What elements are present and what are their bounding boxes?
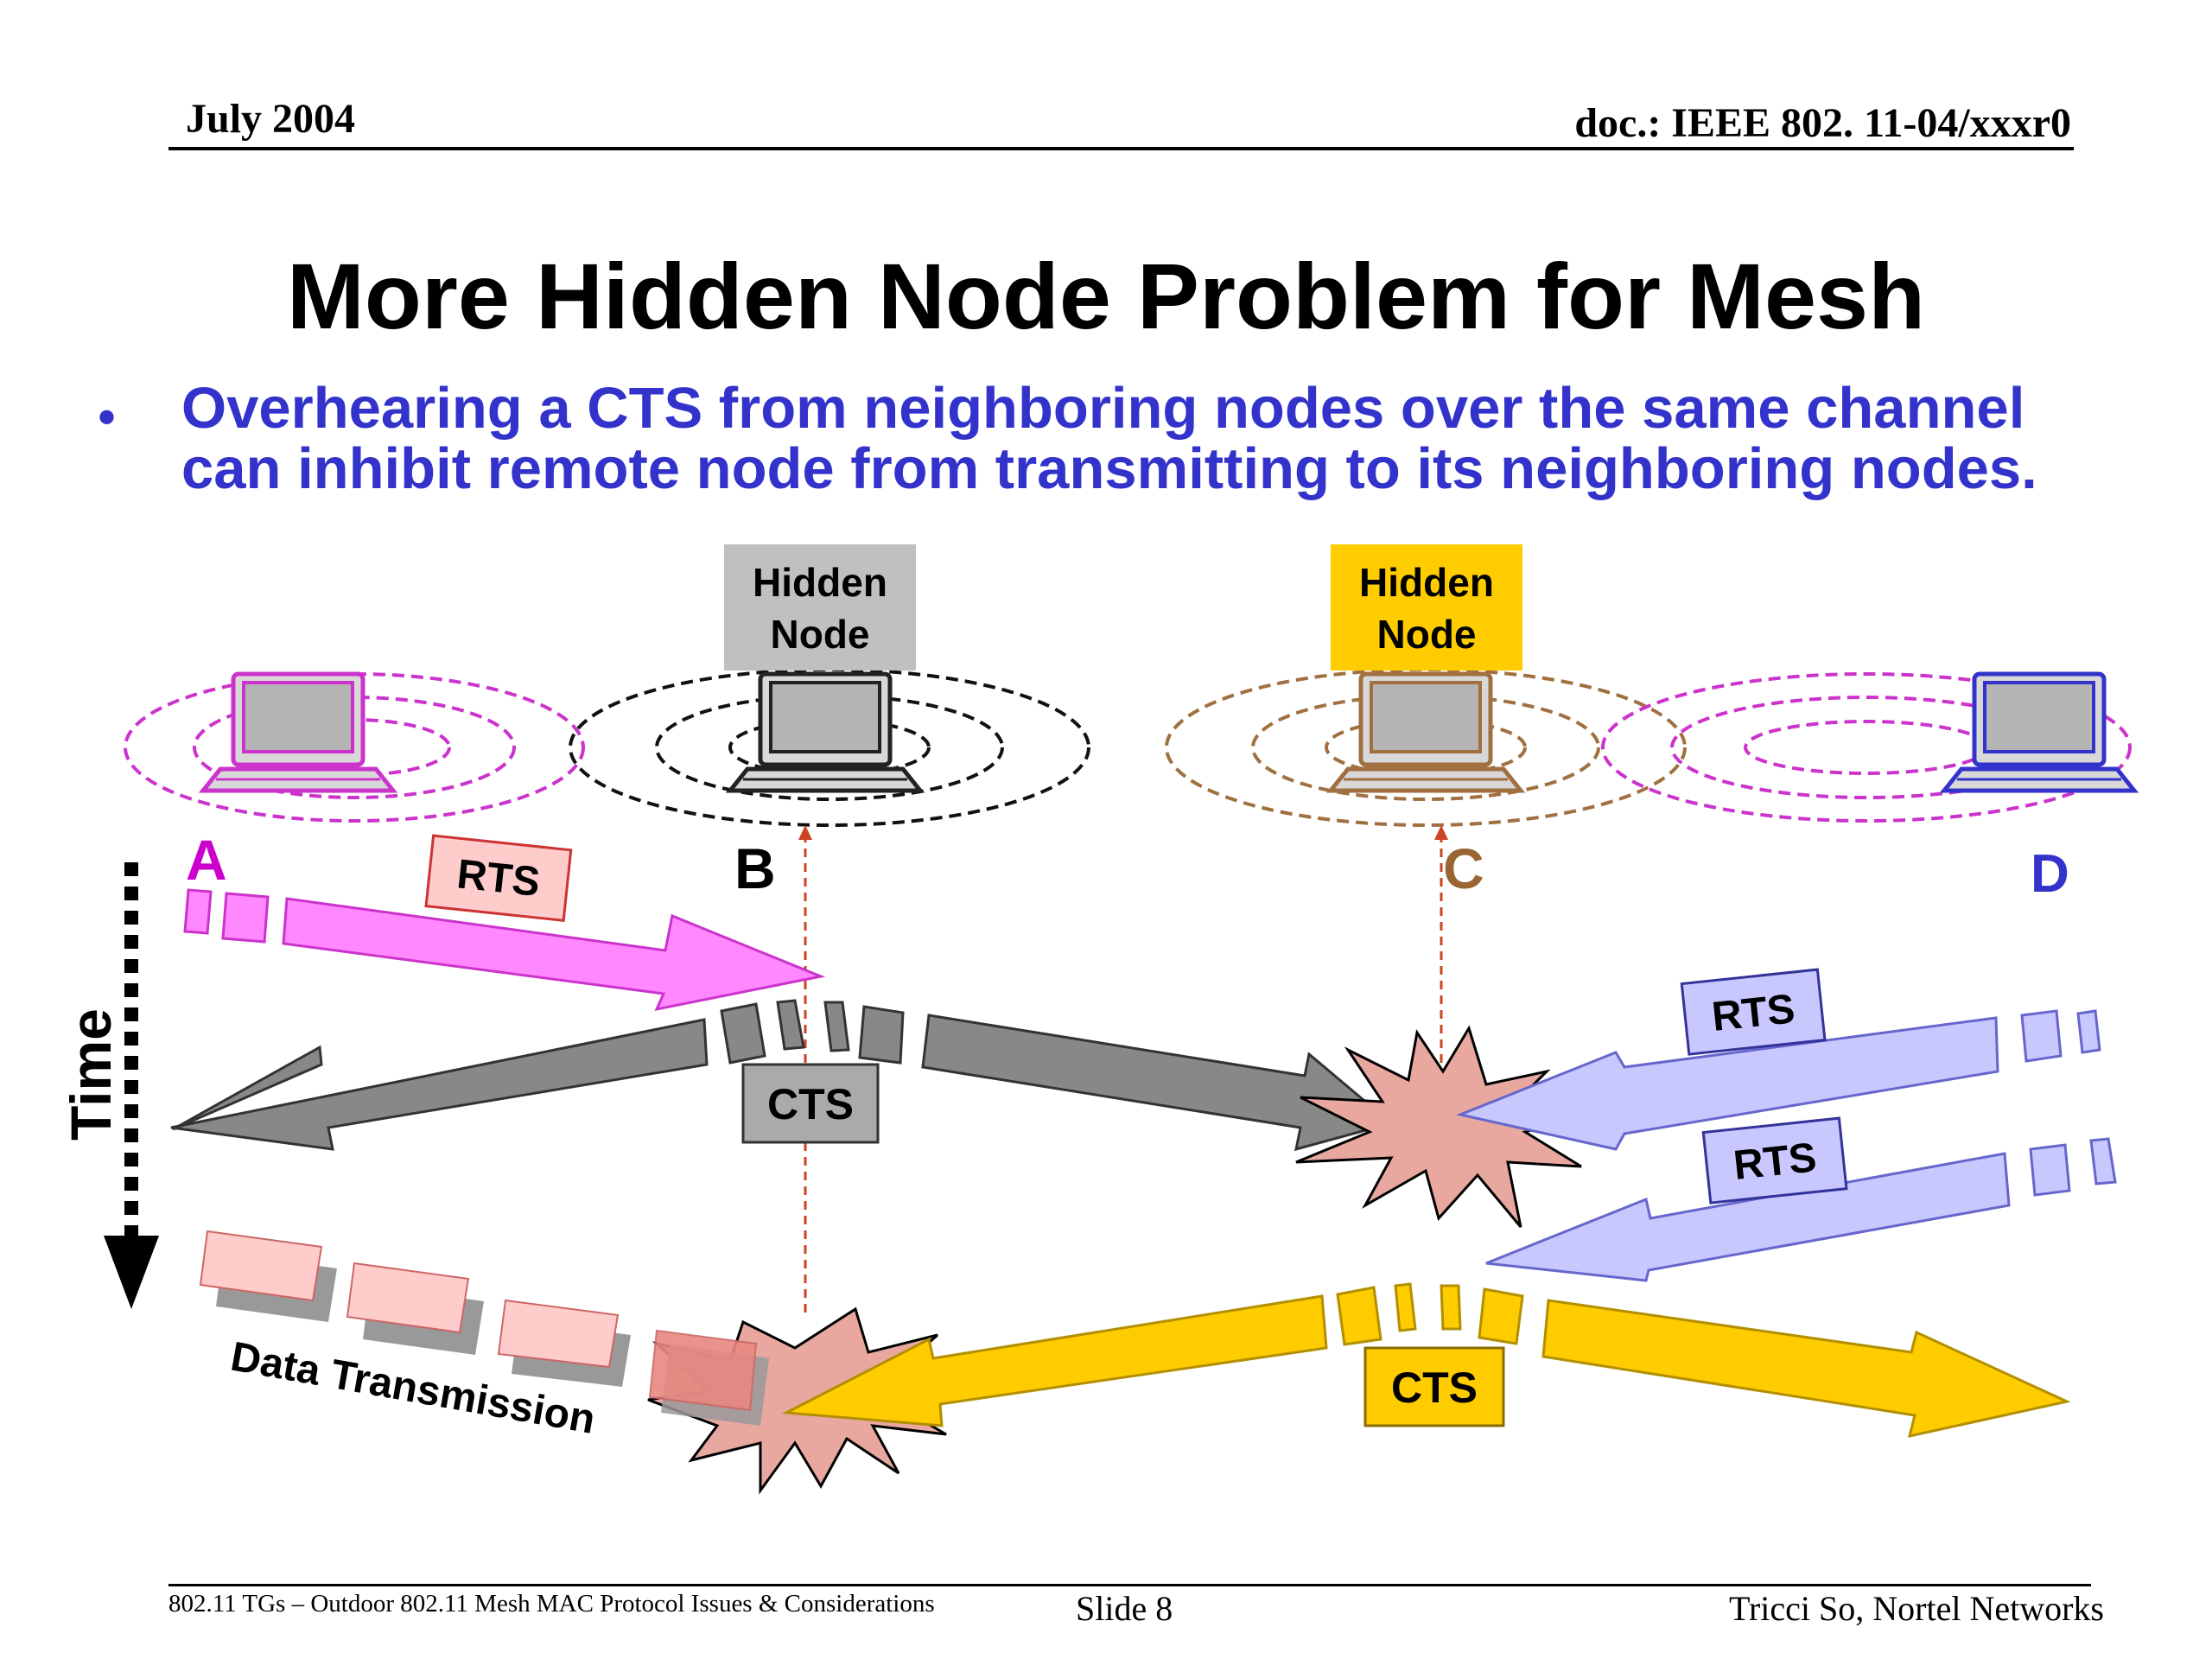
bullet-marker: • [98, 388, 117, 446]
header-date: July 2004 [186, 96, 356, 142]
cts-b-arrow [170, 999, 1395, 1152]
laptop-d-icon [1944, 674, 2134, 791]
rts-d1-label-box: RTS [1680, 968, 1827, 1056]
rts-d2-label: RTS [1732, 1135, 1819, 1189]
collision-b-icon [647, 1306, 955, 1495]
rts-a-arrow [183, 888, 826, 1012]
rts-d2-arrow [1485, 1137, 2117, 1282]
footer-left: 802.11 TGs – Outdoor 802.11 Mesh MAC Pro… [168, 1590, 935, 1618]
rts-a-label-box: RTS [424, 834, 573, 922]
cts-c-label-box: CTS [1363, 1346, 1505, 1427]
laptop-c-icon [1331, 674, 1521, 791]
laptop-b-icon [730, 674, 920, 791]
cts-c-label: CTS [1391, 1363, 1478, 1412]
cts-b-label: CTS [767, 1080, 854, 1128]
header-doc-id: doc.: IEEE 802. 11-04/xxxr0 [1574, 100, 2071, 146]
hidden-node-b-box: Hidden Node [724, 544, 916, 671]
c-overhear-line [1434, 825, 1448, 1080]
bullet-text: Overhearing a CTS from neighboring nodes… [181, 376, 2037, 501]
cts-c-arrow [781, 1282, 2071, 1438]
node-d-label: D [2031, 844, 2069, 904]
rts-d2-label-box: RTS [1701, 1116, 1848, 1205]
data-transmission-blocks [199, 1230, 631, 1387]
node-c-label: C [1443, 836, 1484, 900]
cts-b-label-box: CTS [741, 1063, 880, 1144]
rts-a-label: RTS [454, 851, 542, 906]
node-b-label: B [734, 836, 776, 900]
time-axis: Time [59, 862, 159, 1309]
hidden-node-b-line2: Node [771, 612, 870, 657]
footer-rule [168, 1584, 2091, 1586]
time-arrow-head [104, 1236, 159, 1309]
node-a-label: A [186, 828, 227, 892]
hidden-node-c-line2: Node [1377, 612, 1477, 657]
rts-d1-label: RTS [1710, 986, 1797, 1040]
footer-right: Tricci So, Nortel Networks [1728, 1589, 2104, 1628]
hidden-node-c-box: Hidden Node [1331, 544, 1522, 671]
header-rule [168, 147, 2074, 150]
rts-d1-arrow [1455, 1009, 2101, 1151]
time-label: Time [59, 1008, 123, 1141]
slide-title: More Hidden Node Problem for Mesh [286, 244, 1926, 348]
hidden-node-b-line1: Hidden [753, 560, 887, 605]
laptop-a-icon [203, 674, 393, 791]
footer-slide-number: Slide 8 [1076, 1589, 1173, 1628]
hidden-node-c-line1: Hidden [1359, 560, 1494, 605]
